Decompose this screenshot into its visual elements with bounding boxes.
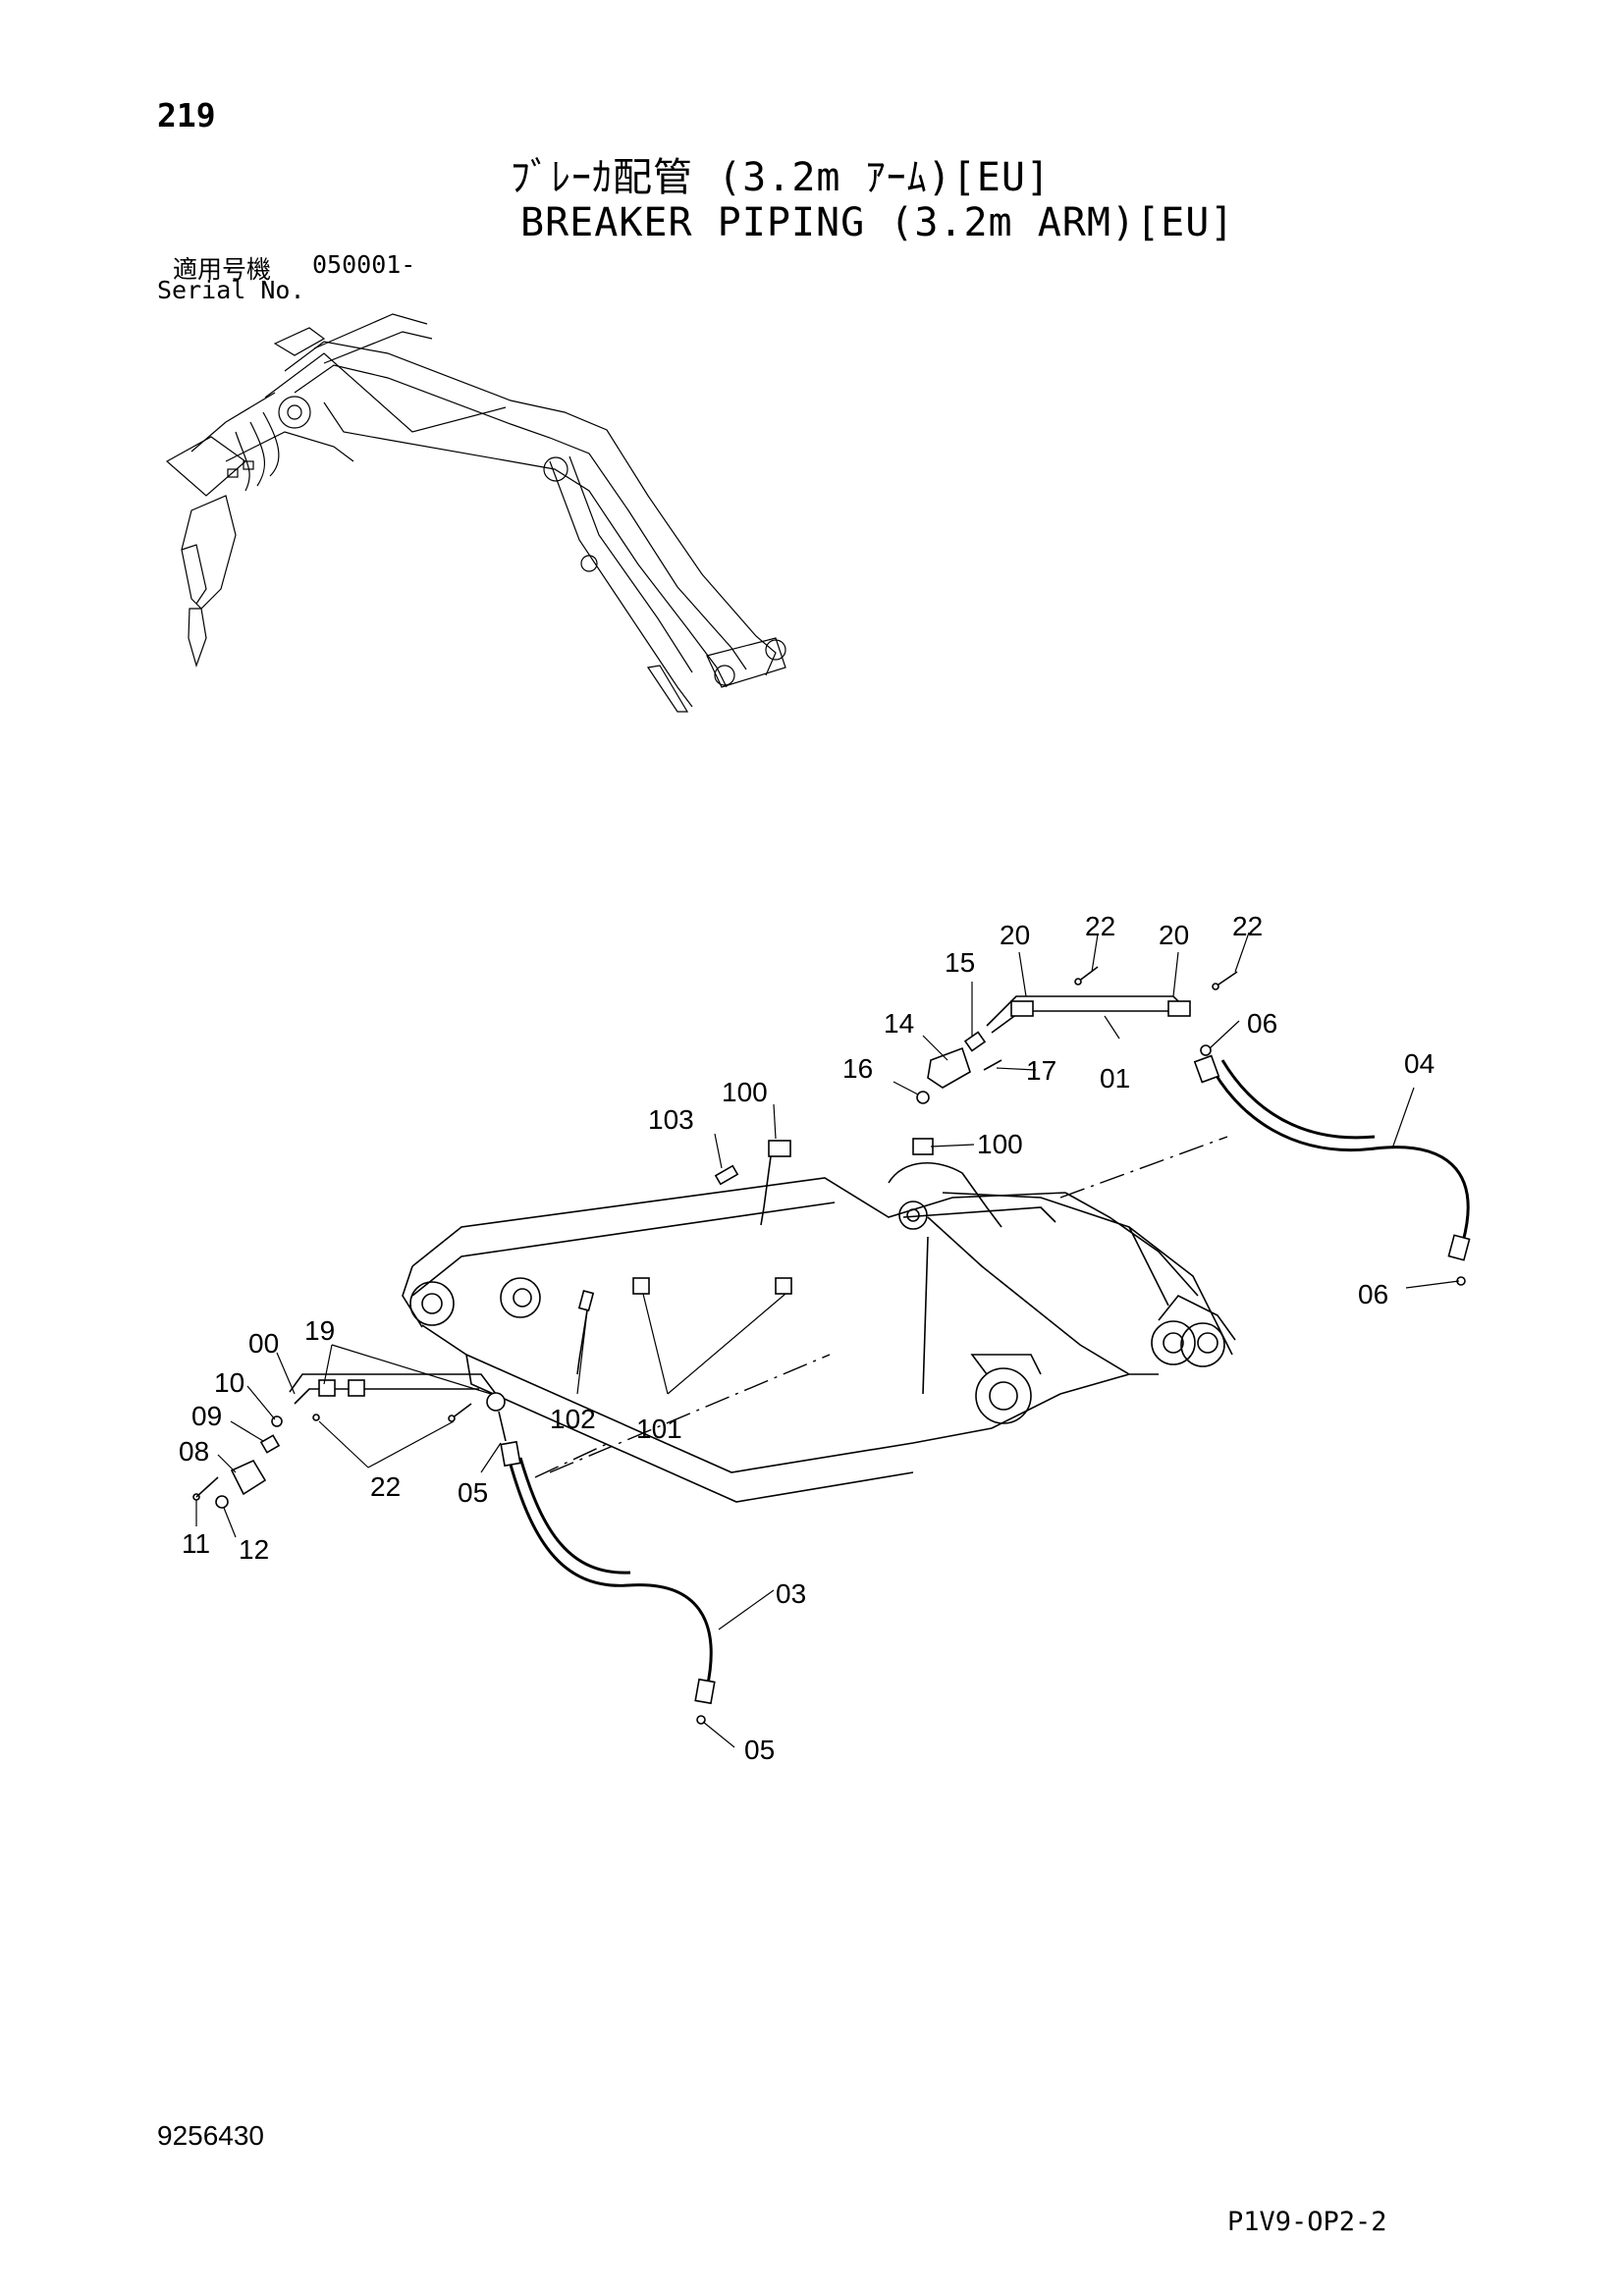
callout-label: 10 [214, 1367, 244, 1398]
leader-lines [195, 932, 1460, 1748]
callout-label: 20 [1000, 920, 1030, 950]
callout-label: 22 [1085, 911, 1115, 941]
serial-number-value: 050001- [312, 250, 416, 279]
drawing-number: 9256430 [157, 2120, 265, 2151]
callout-label: 19 [304, 1315, 335, 1346]
callout-label: 22 [1232, 911, 1263, 941]
callout-label: 17 [1026, 1055, 1056, 1086]
serial-label-japanese: 適用号機 [173, 255, 272, 284]
callout-label: 12 [239, 1534, 269, 1565]
callout-label: 20 [1159, 920, 1189, 950]
callout-label: 03 [776, 1578, 806, 1609]
callout-label: 08 [179, 1436, 209, 1467]
callout-label: 04 [1404, 1048, 1435, 1079]
callout-label: 22 [370, 1471, 401, 1502]
callout-label: 00 [248, 1328, 279, 1359]
title-english: BREAKER PIPING (3.2m ARM)[EU] [520, 200, 1235, 245]
callout-label: 11 [182, 1528, 210, 1559]
callout-label: 102 [550, 1404, 596, 1434]
callout-label: 09 [191, 1401, 222, 1431]
page-number: 219 [157, 96, 216, 134]
arm-body-drawing [402, 1136, 1236, 1503]
callout-label: 101 [636, 1414, 682, 1444]
callout-label: 06 [1358, 1279, 1388, 1309]
callout-label: 06 [1247, 1008, 1277, 1039]
lower-pipe-assembly [192, 1277, 792, 1725]
callout-labels: 20 22 20 22 15 14 06 16 17 01 04 100 103… [179, 911, 1435, 1765]
page-code: P1V9-OP2-2 [1227, 2207, 1387, 2237]
callout-label: 16 [842, 1053, 873, 1084]
callout-label: 100 [977, 1129, 1023, 1159]
callout-label: 05 [458, 1477, 488, 1508]
title-japanese: ﾌﾞﾚｰｶ配管 (3.2m ｱｰﾑ)[EU] [511, 155, 1051, 200]
callout-label: 15 [945, 947, 975, 978]
upper-pipe-assembly [714, 966, 1471, 1286]
serial-label-english: Serial No. [157, 276, 305, 304]
callout-label: 14 [884, 1008, 914, 1039]
callout-label: 100 [722, 1077, 768, 1107]
callout-label: 05 [744, 1735, 775, 1765]
overview-excavator-drawing [165, 313, 786, 713]
callout-label: 103 [648, 1104, 694, 1135]
callout-label: 01 [1100, 1063, 1130, 1094]
